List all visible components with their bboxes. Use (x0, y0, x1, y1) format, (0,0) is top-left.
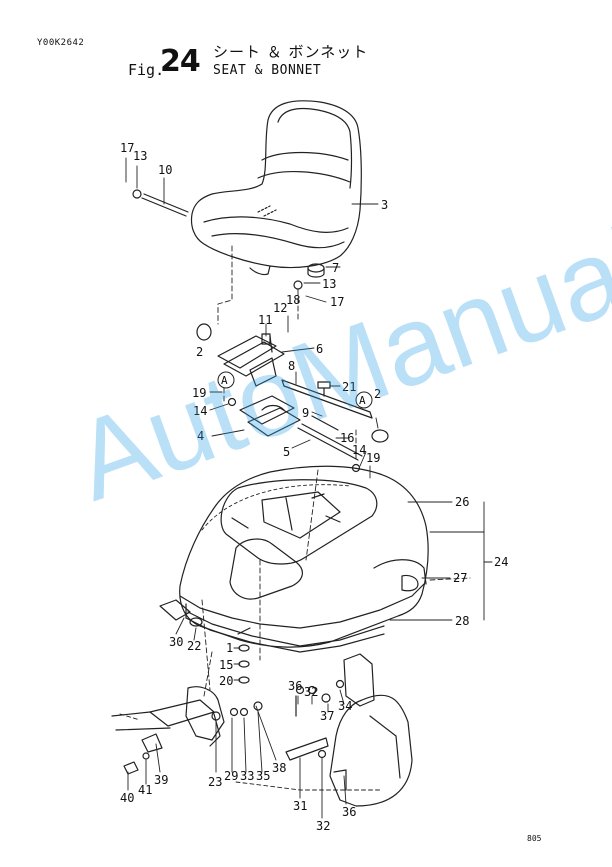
callout-5: 5 (283, 445, 290, 459)
bonnet-hinge (111, 599, 263, 775)
pin-10-line (141, 197, 187, 217)
callout-3: 3 (381, 198, 388, 212)
callout-10: 10 (158, 163, 172, 177)
callout-22: 22 (187, 639, 201, 653)
spring-16 (311, 415, 339, 431)
callout-13: 13 (133, 149, 147, 163)
knob-2-left (196, 323, 212, 341)
callout-32: 32 (304, 685, 318, 699)
figure-word: Fig. (128, 61, 165, 79)
callout-41: 41 (138, 783, 152, 797)
slide-rail (239, 395, 301, 437)
callout-8: 8 (288, 359, 295, 373)
title-japanese: シート ＆ ボンネット (213, 43, 369, 61)
callout-30: 30 (169, 635, 183, 649)
leader-lines (125, 157, 493, 819)
callout-33: 33 (240, 769, 254, 783)
view-marker-a-right: A (355, 391, 373, 409)
callout-39: 39 (154, 773, 168, 787)
callout-9: 9 (302, 406, 309, 420)
callout-40: 40 (120, 791, 134, 805)
callout-36: 36 (342, 805, 356, 819)
callout-19: 19 (366, 451, 380, 465)
callout-28: 28 (455, 614, 469, 628)
callout-14: 14 (193, 404, 207, 418)
view-marker-a-left: A (217, 371, 235, 389)
washer-14-left (227, 397, 237, 407)
rod-5 (297, 427, 359, 461)
callout-26: 26 (455, 495, 469, 509)
callout-29: 29 (224, 769, 238, 783)
callout-35: 35 (256, 769, 270, 783)
callout-1: 1 (226, 641, 233, 655)
callout-4: 4 (197, 429, 204, 443)
callout-2: 2 (374, 387, 381, 401)
callout-11: 11 (258, 313, 272, 327)
callout-37: 37 (320, 709, 334, 723)
bonnet-drawing (179, 465, 429, 653)
lever-8 (281, 379, 373, 419)
document-code: Y00K2642 (37, 38, 85, 48)
callout-31: 31 (293, 799, 307, 813)
seat-drawing (190, 100, 362, 276)
title-english: SEAT & BONNET (213, 63, 322, 78)
callout-17: 17 (330, 295, 344, 309)
callout-16: 16 (340, 431, 354, 445)
callout-17: 17 (120, 141, 134, 155)
callout-2: 2 (196, 345, 203, 359)
callout-27: 27 (453, 571, 467, 585)
callout-13: 13 (322, 277, 336, 291)
callout-21: 21 (342, 380, 356, 394)
callout-14: 14 (352, 443, 366, 457)
callout-38: 38 (272, 761, 286, 775)
callout-34: 34 (338, 699, 352, 713)
bolt-21 (317, 381, 331, 389)
callout-20: 20 (219, 674, 233, 688)
guide-lines (201, 245, 471, 697)
callout-7: 7 (332, 261, 339, 275)
callout-18: 18 (286, 293, 300, 307)
callout-36: 36 (288, 679, 302, 693)
figure-number: 24 (160, 44, 201, 79)
callout-12: 12 (273, 301, 287, 315)
svg-text:A: A (221, 374, 228, 387)
callout-24: 24 (494, 555, 508, 569)
svg-text:A: A (359, 394, 366, 407)
callout-23: 23 (208, 775, 222, 789)
callout-19: 19 (192, 386, 206, 400)
callout-6: 6 (316, 342, 323, 356)
washer-13-top (132, 189, 142, 199)
callout-labels: 17 13 10 3 7 13 17 12 18 11 2 6 8 21 19 … (120, 141, 508, 833)
knob-2-right (371, 429, 389, 443)
side-cover (285, 653, 413, 807)
page-number: 805 (527, 834, 542, 843)
callout-15: 15 (219, 658, 233, 672)
seat-bracket (217, 333, 285, 387)
washer-13-right (293, 280, 303, 290)
callout-32: 32 (316, 819, 330, 833)
